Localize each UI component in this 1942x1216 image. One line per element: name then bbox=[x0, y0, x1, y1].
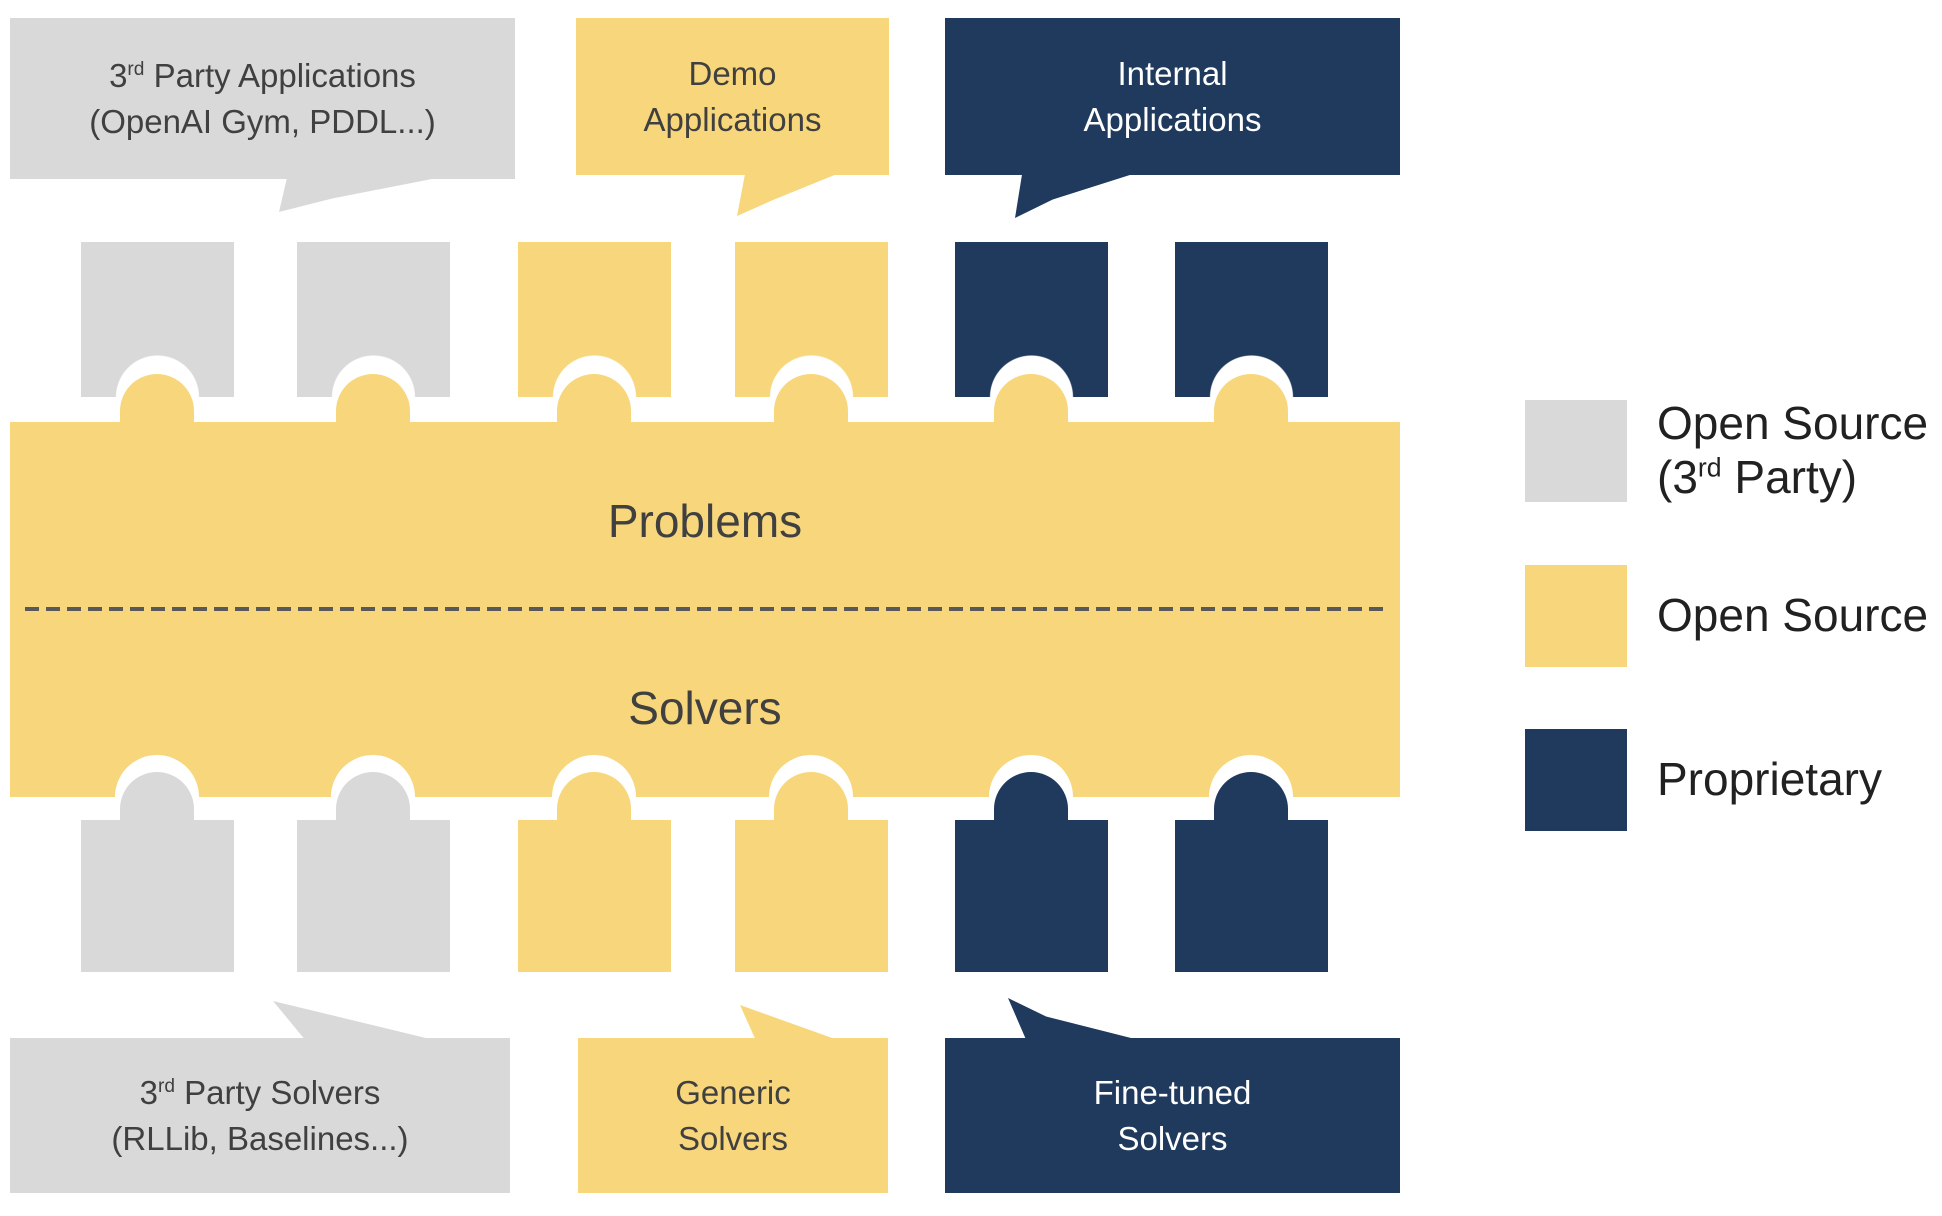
callout-internal-applications-tail bbox=[1015, 174, 1133, 218]
callout-demo-applications-tail bbox=[737, 174, 837, 216]
puzzle-piece-bottom-4 bbox=[735, 772, 888, 972]
callout-internal-applications: Internal Applications bbox=[945, 18, 1400, 175]
callout-fine-tuned-solvers-tail bbox=[1008, 998, 1135, 1039]
callout-line: Solvers bbox=[1117, 1119, 1228, 1157]
puzzle-piece-top-4 bbox=[735, 242, 888, 397]
puzzle-piece-bottom-5 bbox=[955, 772, 1108, 972]
callout-line: (OpenAI Gym, PDDL...) bbox=[89, 102, 436, 140]
solvers-label: Solvers bbox=[628, 682, 782, 734]
puzzle-piece-top-1 bbox=[81, 242, 234, 397]
puzzle-piece-bottom-6 bbox=[1175, 772, 1328, 972]
callout-third-party-solvers-tail bbox=[273, 1001, 430, 1039]
callout-line: (RLLib, Baselines...) bbox=[111, 1119, 409, 1157]
callout-line: 3rd Party Applications bbox=[109, 56, 416, 94]
legend-label-line: Open Source bbox=[1657, 397, 1929, 450]
legend-swatch-open-source bbox=[1525, 565, 1627, 667]
legend-label-proprietary: Proprietary bbox=[1657, 729, 1882, 831]
callout-line: Applications bbox=[1083, 100, 1262, 138]
callout-demo-applications: Demo Applications bbox=[576, 18, 889, 175]
legend-swatch-open-source-3rd-party bbox=[1525, 400, 1627, 502]
callout-line: Generic bbox=[675, 1073, 791, 1111]
legend-label-line: Open Source bbox=[1657, 589, 1929, 642]
callout-line: Internal bbox=[1117, 54, 1228, 92]
legend-label-line: (3rd Party) bbox=[1657, 451, 1858, 503]
callout-fine-tuned-solvers: Fine-tuned Solvers bbox=[945, 1038, 1400, 1193]
legend-label-open-source-3rd-party: Open Source (3rd Party) bbox=[1657, 397, 1929, 503]
dashed-divider bbox=[25, 607, 1390, 611]
callout-third-party-applications-tail bbox=[279, 178, 437, 212]
callout-generic-solvers-tail bbox=[740, 1005, 835, 1039]
callout-line: Applications bbox=[643, 100, 822, 138]
callout-line: 3rd Party Solvers bbox=[139, 1073, 381, 1111]
callout-line: Demo bbox=[688, 54, 777, 92]
legend-label-line: Proprietary bbox=[1657, 753, 1882, 806]
callout-generic-solvers: Generic Solvers bbox=[578, 1038, 888, 1193]
puzzle-piece-bottom-1 bbox=[81, 772, 234, 972]
puzzle-piece-top-5 bbox=[955, 242, 1108, 397]
callout-line: Fine-tuned bbox=[1093, 1073, 1252, 1111]
callout-line: Solvers bbox=[677, 1119, 789, 1157]
legend-label-open-source: Open Source bbox=[1657, 565, 1928, 667]
puzzle-piece-bottom-3 bbox=[518, 772, 671, 972]
puzzle-piece-top-3 bbox=[518, 242, 671, 397]
puzzle-piece-top-6 bbox=[1175, 242, 1328, 397]
puzzle-piece-top-2 bbox=[297, 242, 450, 397]
callout-third-party-applications: 3rd Party Applications (OpenAI Gym, PDDL… bbox=[10, 18, 515, 179]
legend-swatch-proprietary bbox=[1525, 729, 1627, 831]
puzzle-piece-bottom-2 bbox=[297, 772, 450, 972]
callout-third-party-solvers: 3rd Party Solvers (RLLib, Baselines...) bbox=[10, 1038, 510, 1193]
problems-label: Problems bbox=[607, 495, 803, 547]
